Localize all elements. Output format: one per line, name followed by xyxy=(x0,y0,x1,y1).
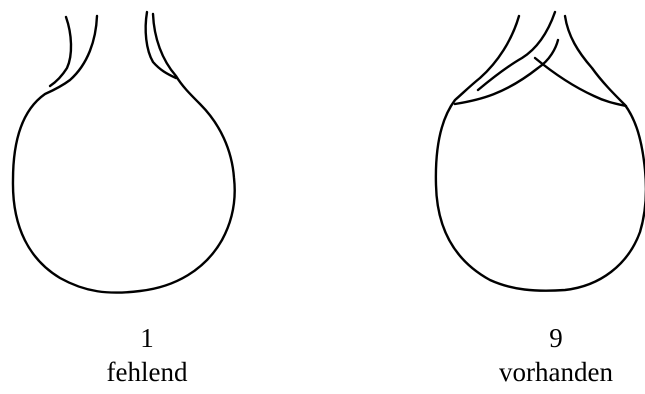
bulb-drawing-right xyxy=(436,12,645,291)
inner-line-left-a xyxy=(50,17,71,86)
bulb-outline-left xyxy=(13,14,235,293)
bulb-outline-right xyxy=(436,16,645,291)
inner-line-left-b xyxy=(146,12,176,78)
inner-line-right-b xyxy=(535,58,626,106)
caption-right: 9 vorhanden xyxy=(456,321,645,389)
caption-left: 1 fehlend xyxy=(47,321,247,389)
code-left: 1 xyxy=(47,321,247,355)
label-left: fehlend xyxy=(47,355,247,389)
label-right: vorhanden xyxy=(456,355,645,389)
bulb-drawing-left xyxy=(13,12,235,293)
ridge-line-right xyxy=(455,40,558,104)
code-right: 9 xyxy=(456,321,645,355)
